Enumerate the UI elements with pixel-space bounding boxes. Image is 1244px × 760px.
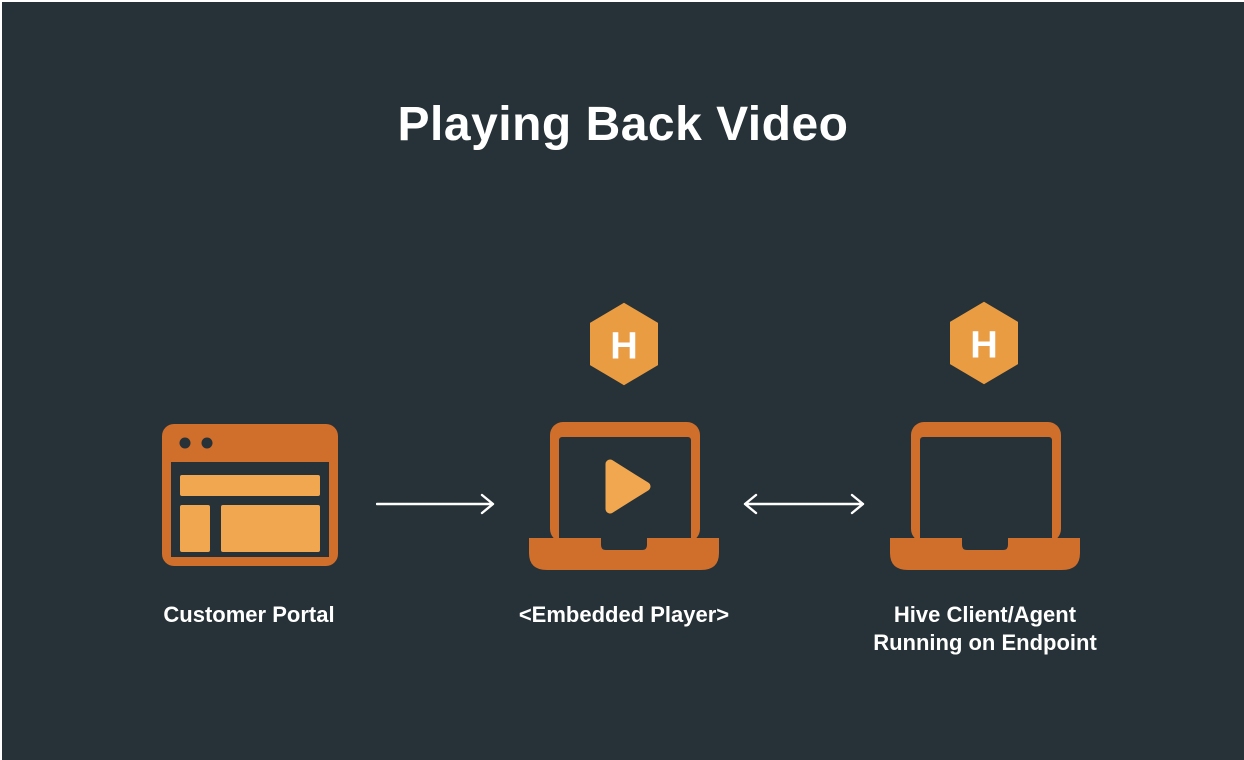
browser-window-svg xyxy=(162,424,338,566)
embedded-player-label: <Embedded Player> xyxy=(518,602,730,627)
hive-endpoint-label: Hive Client/Agent Running on Endpoint xyxy=(835,601,1135,657)
hive-hexagon-svg: H xyxy=(590,302,658,386)
laptop-play-svg xyxy=(529,422,719,570)
laptop-base xyxy=(529,538,719,570)
hive-hexagon-icon: H xyxy=(590,302,658,386)
arrow-bidirectional-svg xyxy=(743,493,865,515)
hive-endpoint-label-line2: Running on Endpoint xyxy=(873,630,1097,655)
hive-hexagon-svg-2: H xyxy=(950,301,1018,385)
browser-dot-1 xyxy=(179,437,191,449)
hive-hexagon-icon-2: H xyxy=(950,301,1018,385)
customer-portal-label: Customer Portal xyxy=(163,602,335,627)
hexagon-shape xyxy=(950,301,1018,385)
browser-window-icon xyxy=(162,424,338,566)
hive-endpoint-label-line1: Hive Client/Agent xyxy=(893,602,1077,627)
laptop-base xyxy=(890,538,1080,570)
hive-letter: H xyxy=(610,324,638,367)
laptop-svg xyxy=(890,422,1080,570)
play-icon xyxy=(605,459,651,514)
browser-main-block xyxy=(221,505,320,552)
hexagon-shape xyxy=(590,302,658,386)
laptop-icon xyxy=(890,422,1080,570)
laptop-play-icon xyxy=(529,422,719,570)
browser-header-block xyxy=(180,475,320,496)
arrow-bidirectional-icon xyxy=(740,493,868,515)
laptop-screen xyxy=(920,437,1052,542)
arrow-right-icon xyxy=(376,493,498,515)
hive-letter: H xyxy=(970,323,998,366)
arrow-right-svg xyxy=(376,493,495,515)
diagram-title: Playing Back Video xyxy=(397,98,849,151)
browser-dot-2 xyxy=(201,437,213,449)
laptop-notch xyxy=(962,538,1008,550)
browser-sidebar-block xyxy=(180,505,210,552)
laptop-notch xyxy=(601,538,647,550)
